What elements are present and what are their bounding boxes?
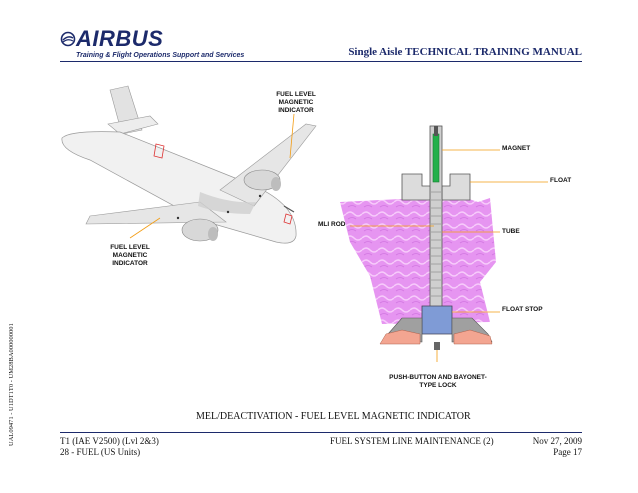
fuel-volume	[340, 196, 496, 324]
horizontal-stabilizer	[107, 115, 159, 135]
red-panel-nose	[283, 213, 293, 225]
logo-wordmark: AIRBUS	[76, 26, 164, 51]
left-wing	[85, 201, 227, 225]
magnet-rod	[432, 133, 440, 183]
footer-chapter: 28 - FUEL (US Units)	[60, 447, 141, 457]
callout-float: FLOAT	[550, 177, 572, 184]
lock-right	[453, 329, 493, 345]
footer-center: FUEL SYSTEM LINE MAINTENANCE (2)	[330, 436, 494, 446]
logo-subtitle: Training & Flight Operations Support and…	[76, 52, 245, 59]
fuselage	[61, 131, 297, 244]
callout-line-lower-indicator	[129, 217, 161, 239]
footer-rule	[60, 432, 582, 433]
footer-date: Nov 27, 2009	[532, 436, 582, 446]
figure-caption: MEL/DEACTIVATION - FUEL LEVEL MAGNETIC I…	[196, 411, 471, 422]
callout-lower-indicator: FUEL LEVEL MAGNETIC INDICATOR	[110, 244, 150, 267]
callout-float-stop: FLOAT STOP	[502, 306, 543, 313]
footer-left: T1 (IAE V2500) (Lvl 2&3) 28 - FUEL (US U…	[60, 436, 159, 458]
callout-magnet: MAGNET	[502, 145, 531, 152]
footer-course: T1 (IAE V2500) (Lvl 2&3)	[60, 436, 159, 446]
footer-page: Page 17	[553, 447, 582, 457]
aircraft-illustration	[61, 85, 317, 244]
manual-title: Single Aisle TECHNICAL TRAINING MANUAL	[348, 46, 582, 58]
document-code: UAL09471 - U1DT1T0 - UM28BA000000001	[8, 323, 15, 446]
push-button	[434, 342, 440, 350]
callout-upper-indicator: FUEL LEVEL MAGNETIC INDICATOR	[276, 91, 316, 114]
right-wing	[219, 123, 317, 207]
header-rule	[60, 61, 582, 62]
float-left	[401, 173, 433, 201]
float-stop	[421, 305, 453, 335]
callout-push-button: PUSH-BUTTON AND BAYONET-TYPE LOCK	[389, 374, 487, 389]
callout-tube: TUBE	[502, 228, 520, 235]
callout-line-upper-indicator	[289, 113, 295, 159]
float-right	[441, 173, 471, 201]
red-panel-tail	[153, 143, 165, 159]
indicator-cross-section	[340, 125, 548, 362]
airbus-swirl-icon	[60, 31, 76, 47]
lock-left	[379, 329, 421, 345]
callout-mli-rod: MLI ROD	[318, 221, 346, 228]
footer-right: Nov 27, 2009 Page 17	[533, 436, 582, 458]
